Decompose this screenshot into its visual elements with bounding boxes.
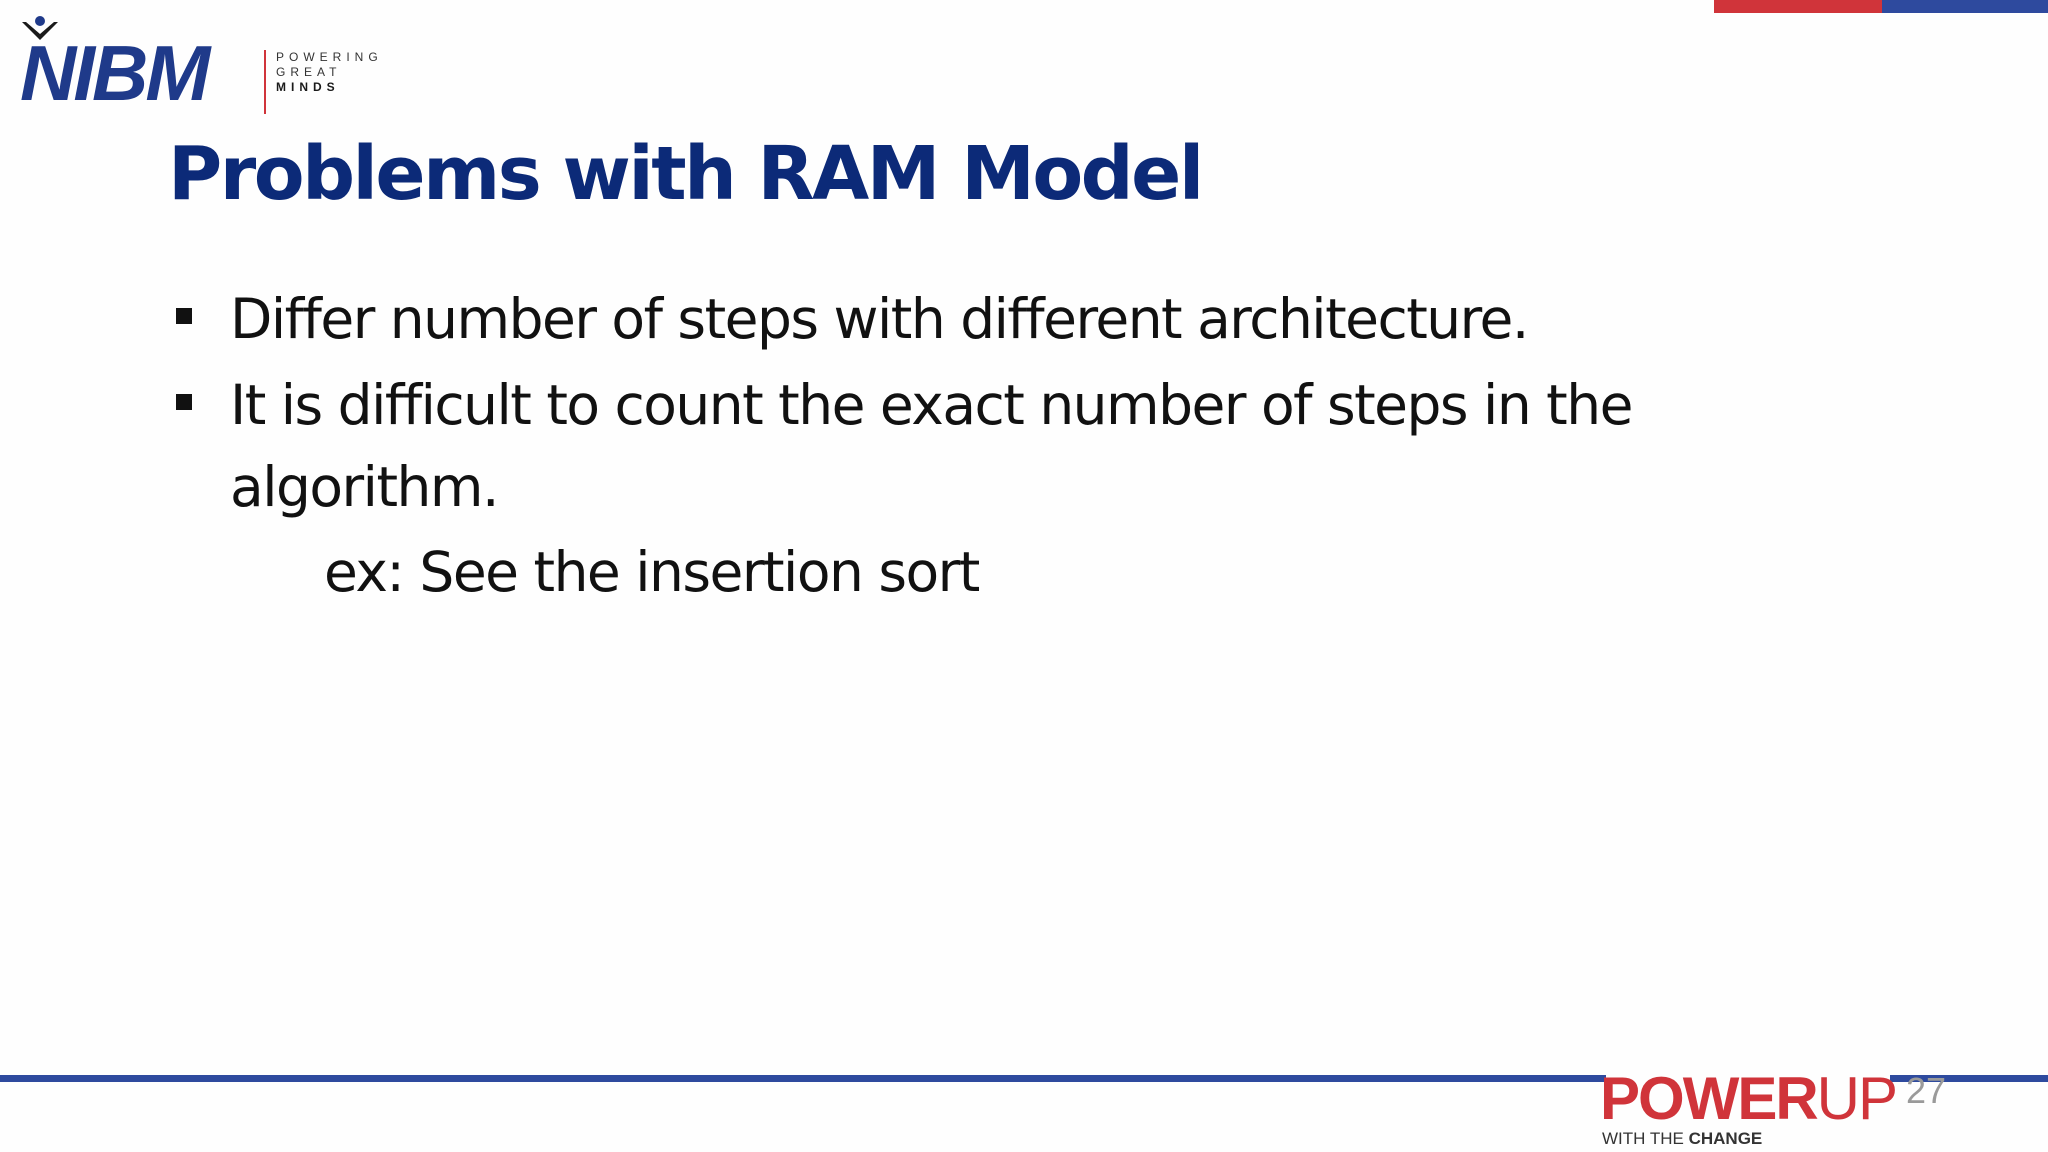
square-bullet-icon [176, 394, 192, 410]
powerup-logo: POWERUP WITH THE CHANGE [1600, 1065, 1898, 1148]
nibm-logo-icon: NIBM [20, 16, 215, 109]
page-number: 27 [1906, 1070, 1947, 1111]
logo-tagline-line-3: MINDS [276, 80, 340, 94]
nibm-logo: NIBM POWERING GREAT MINDS [20, 14, 378, 114]
powerup-bold-text: POWER [1600, 1065, 1819, 1132]
logo-tagline: POWERING GREAT MINDS [264, 50, 383, 114]
powerup-subtitle-normal: WITH THE [1602, 1129, 1684, 1148]
footer-divider-line [0, 1075, 1588, 1082]
example-text: ex: See the insertion sort [324, 540, 980, 604]
top-accent-blue-bar [1882, 0, 2048, 13]
bullet-item: It is difficult to count the exact numbe… [170, 364, 1730, 528]
bullet-text: Differ number of steps with different ar… [230, 287, 1529, 351]
powerup-wordmark: POWERUP [1600, 1065, 1898, 1132]
footer-divider-line-right [1890, 1075, 2048, 1082]
bullet-text: It is difficult to count the exact numbe… [230, 373, 1633, 519]
slide-title: Problems with RAM Model [168, 131, 1204, 217]
powerup-light-text: UP [1816, 1065, 1898, 1132]
logo-tagline-line-2: GREAT [276, 65, 342, 79]
logo-tagline-line-1: POWERING [276, 50, 383, 64]
powerup-subtitle-bold: CHANGE [1688, 1129, 1763, 1148]
square-bullet-icon [176, 308, 192, 324]
footer-divider-slant [1586, 1075, 1606, 1082]
bullet-item: Differ number of steps with different ar… [170, 278, 1730, 360]
powerup-subtitle: WITH THE CHANGE [1602, 1130, 1896, 1148]
top-accent-red-bar [1714, 0, 1882, 13]
logo-wordmark: NIBM [20, 29, 212, 109]
bullet-list: Differ number of steps with different ar… [170, 278, 1730, 532]
